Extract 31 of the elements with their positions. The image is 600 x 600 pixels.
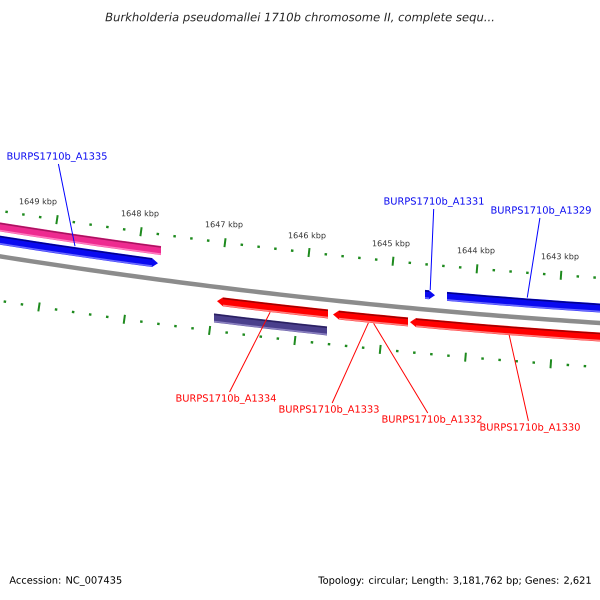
leader-line [430, 208, 434, 290]
title: Burkholderia pseudomallei 1710b chromosome II, complete sequ... [105, 12, 494, 24]
gene-block [217, 297, 328, 318]
scale-label: 1648 kbp [122, 210, 159, 218]
scale-label: 1645 kbp [372, 240, 410, 248]
gene-label: BURPS1710b_A1329 [492, 206, 591, 216]
leader-line [373, 322, 428, 414]
scale-label: 1647 kbp [206, 221, 243, 229]
feature-bar [214, 313, 328, 336]
gene-label: BURPS1710b_A1330 [480, 423, 580, 433]
gene-label: BURPS1710b_A1334 [176, 394, 276, 404]
gene-block [424, 290, 435, 300]
leader-line [229, 312, 271, 392]
scale-label: 1644 kbp [458, 247, 495, 255]
gene-label: BURPS1710b_A1333 [280, 405, 379, 415]
leader-line [526, 218, 540, 298]
gene-block [410, 318, 600, 342]
scale-label: 1643 kbp [542, 253, 579, 261]
gene-block [446, 292, 600, 313]
gene-label: BURPS1710b_A1332 [382, 415, 482, 425]
gene-block [333, 310, 408, 326]
leader-line [58, 164, 76, 247]
leader-line [508, 334, 529, 422]
gene-block [0, 234, 158, 268]
gene-label: BURPS1710b_A1335 [8, 152, 107, 162]
leader-line [332, 322, 369, 404]
accession-text: Accession: NC_007435 [9, 576, 122, 586]
scale-label: 1649 kbp [20, 198, 57, 206]
summary-text: Topology: circular; Length: 3,181,762 bp; Genes: 2,621 [318, 576, 591, 586]
gene-label: BURPS1710b_A1331 [384, 197, 484, 207]
scale-label: 1646 kbp [288, 232, 326, 240]
